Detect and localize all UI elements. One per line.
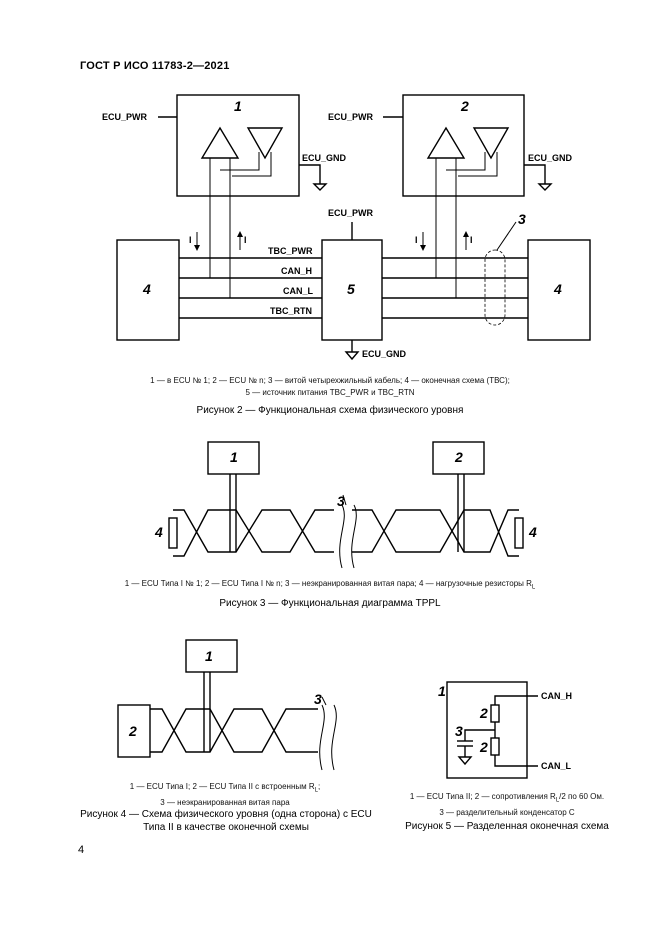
fig2-legend-line1: 1 — в ECU № 1; 2 — ECU № n; 3 — витой че… xyxy=(150,376,510,385)
label-can-l-fig5: CAN_L xyxy=(541,761,572,771)
ecu-2-box-fig4 xyxy=(117,704,151,758)
fig2-legend: 1 — в ECU № 1; 2 — ECU № n; 3 — витой че… xyxy=(110,375,550,399)
transmitter-icon xyxy=(200,126,240,159)
ground-icon xyxy=(537,183,553,191)
ground-icon xyxy=(344,351,360,361)
num-ecu-1: 1 xyxy=(234,98,242,114)
fig4-legend-sub: L xyxy=(314,787,318,794)
ecu-1-box-fig4 xyxy=(185,639,238,673)
num-resistor-bottom: 2 xyxy=(479,739,488,755)
resistor-top xyxy=(490,704,500,723)
fig5-legend: 1 — ECU Типа II; 2 — сопротивления RL/2 … xyxy=(392,791,622,819)
ground-icon xyxy=(312,183,328,191)
transmitter-icon xyxy=(426,126,466,159)
num-cable-fig4: 3 xyxy=(314,691,322,707)
label-can-h: CAN_H xyxy=(281,266,312,276)
label-ecu-gnd-5: ECU_GND xyxy=(362,349,407,359)
resistor-left xyxy=(168,517,178,549)
num-ecu-2-fig3: 2 xyxy=(454,449,463,465)
fig2-legend-line2: 5 — источник питания TBC_PWR и TBC_RTN xyxy=(245,388,415,397)
ecu-1-box-fig3 xyxy=(207,441,260,475)
fig3-caption: Рисунок 3 — Функциональная диаграмма TPP… xyxy=(219,598,441,609)
fig5-legend-sub: L xyxy=(555,797,560,804)
resistor-bottom xyxy=(490,737,500,756)
cable-marker xyxy=(484,249,506,326)
standard-header: ГОСТ Р ИСО 11783-2—2021 xyxy=(80,60,230,72)
label-current: I xyxy=(415,235,418,245)
receiver-icon xyxy=(246,127,284,160)
fig3-legend-text: 1 — ECU Типа I № 1; 2 — ECU Типа I № n; … xyxy=(124,579,532,588)
label-can-l: CAN_L xyxy=(283,286,314,296)
fig4-legend-line2: 3 — неэкранированная витая пара xyxy=(160,797,290,807)
fig4-caption-line2: Типа II в качестве оконечной схемы xyxy=(143,822,309,833)
label-current: I xyxy=(244,235,247,245)
fig4-legend-a: 1 — ECU Типа I; 2 — ECU Типа II с встрое… xyxy=(129,782,315,791)
fig4-caption-line1: Рисунок 4 — Схема физического уровня (од… xyxy=(80,809,372,820)
fig3-legend-sub: L xyxy=(531,584,536,591)
fig3-legend: 1 — ECU Типа I № 1; 2 — ECU Типа I № n; … xyxy=(100,578,560,594)
fig5-caption: Рисунок 5 — Разделенная оконечная схема xyxy=(405,821,609,832)
fig5-legend-a: 1 — ECU Типа II; 2 — сопротивления R xyxy=(409,792,556,801)
termination-left-box xyxy=(116,239,180,341)
fig4-legend-b: ; xyxy=(317,782,321,791)
label-tbc-pwr: TBC_PWR xyxy=(268,246,313,256)
label-ecu-pwr-5: ECU_PWR xyxy=(328,208,374,218)
ecu-type2-box xyxy=(446,681,528,779)
num-res-right: 4 xyxy=(528,524,537,540)
num-ecu-1-fig3: 1 xyxy=(230,449,238,465)
label-current: I xyxy=(470,235,473,245)
fig5-legend-b: /2 по 60 Ом. xyxy=(559,792,605,801)
num-capacitor: 3 xyxy=(455,723,463,739)
num-cable: 3 xyxy=(518,211,526,227)
label-ecu-gnd-1: ECU_GND xyxy=(302,153,347,163)
label-ecu-pwr-2: ECU_PWR xyxy=(328,112,374,122)
label-can-h-fig5: CAN_H xyxy=(541,691,572,701)
num-resistor-top: 2 xyxy=(479,705,488,721)
fig5-legend-line2: 3 — разделительный конденсатор C xyxy=(439,807,575,817)
num-ecu-2-fig4: 2 xyxy=(128,723,137,739)
label-ecu-pwr-1: ECU_PWR xyxy=(102,112,148,122)
termination-right-box xyxy=(527,239,591,341)
label-tbc-rtn: TBC_RTN xyxy=(270,306,312,316)
fig2-caption: Рисунок 2 — Функциональная схема физичес… xyxy=(196,405,464,416)
twisted-pair-fig3 xyxy=(173,509,519,557)
num-ecu-2: 2 xyxy=(460,98,469,114)
label-ecu-gnd-2: ECU_GND xyxy=(528,153,573,163)
num-power: 5 xyxy=(347,281,355,297)
resistor-right xyxy=(514,517,524,549)
fig4-legend: 1 — ECU Типа I; 2 — ECU Типа II с встрое… xyxy=(90,781,360,809)
num-ecu-1-fig4: 1 xyxy=(205,648,213,664)
page-number: 4 xyxy=(78,844,85,856)
num-term-left: 4 xyxy=(142,281,151,297)
label-current: I xyxy=(189,235,192,245)
num-term-right: 4 xyxy=(553,281,562,297)
receiver-icon xyxy=(472,127,510,160)
twisted-pair-fig4 xyxy=(150,708,318,753)
fig4-caption: Рисунок 4 — Схема физического уровня (од… xyxy=(72,808,380,834)
num-cable-fig3: 3 xyxy=(337,493,345,509)
ecu-1-box xyxy=(176,94,300,197)
num-ecu-type2: 1 xyxy=(438,683,446,699)
ecu-2-box xyxy=(402,94,525,197)
ground-icon xyxy=(457,756,473,766)
num-res-left: 4 xyxy=(154,524,163,540)
